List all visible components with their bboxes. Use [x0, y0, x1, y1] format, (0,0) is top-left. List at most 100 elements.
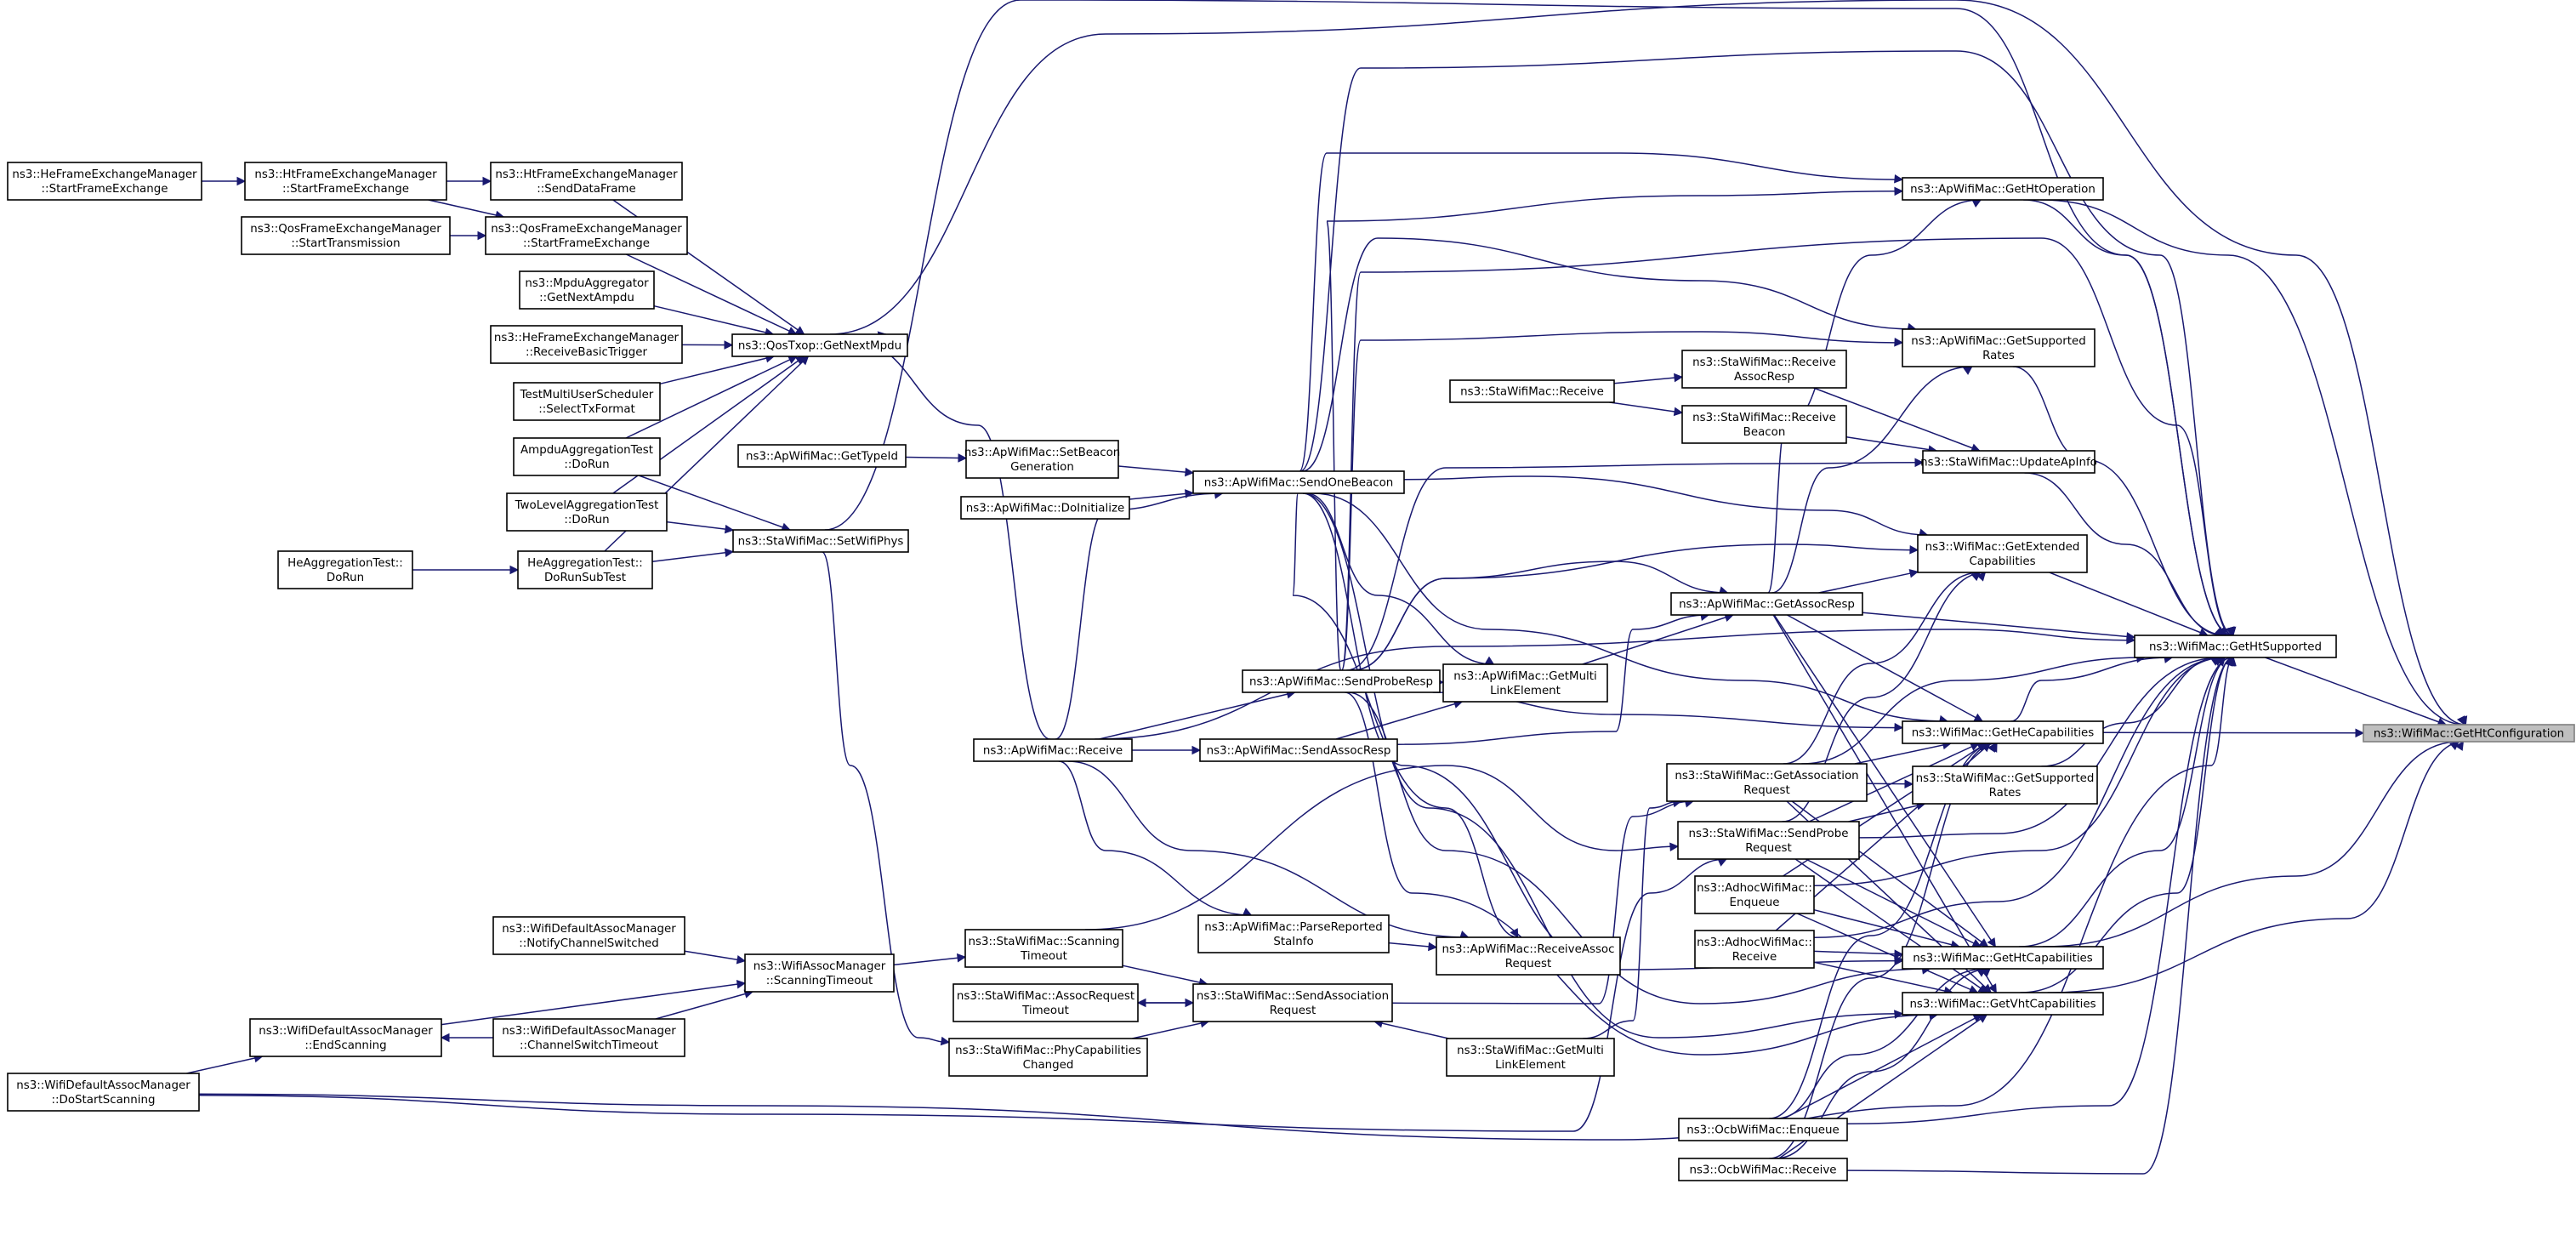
node-endScanning[interactable]: ns3::WifiDefaultAssocManager::EndScannin… [249, 1018, 442, 1057]
node-qosStartFrameExchange[interactable]: ns3::QosFrameExchangeManager::StartFrame… [485, 216, 688, 255]
node-label: ns3::StaWifiMac::SetWifiPhys [738, 536, 904, 549]
node-getNextMpdu[interactable]: ns3::QosTxop::GetNextMpdu [731, 333, 908, 357]
arrowhead [1510, 928, 1519, 938]
node-label: ns3::QosTxop::GetNextMpdu [738, 340, 901, 353]
node-label: Request [1270, 1005, 1316, 1017]
node-getHtConfiguration[interactable]: ns3::WifiMac::GetHtConfiguration [2363, 724, 2575, 743]
node-updateApInfo[interactable]: ns3::StaWifiMac::UpdateApInfo [1920, 450, 2097, 474]
node-label: ::GetNextAmpdu [539, 292, 634, 304]
node-doStartScanning[interactable]: ns3::WifiDefaultAssocManager::DoStartSca… [7, 1073, 200, 1112]
node-label: ns3::ApWifiMac::ParseReported [1204, 921, 1382, 934]
node-getNextAmpdu[interactable]: ns3::MpduAggregator::GetNextAmpdu [519, 270, 655, 310]
node-apReceive[interactable]: ns3::ApWifiMac::Receive [973, 738, 1133, 762]
edge-doStartScanning-to-getHtSupported [198, 657, 2234, 1141]
edge-ocbReceive-to-getHtSupported [1846, 657, 2234, 1175]
node-getVhtCaps[interactable]: ns3::WifiMac::GetVhtCapabilities [1902, 992, 2104, 1016]
node-label: ns3::QosFrameExchangeManager [491, 223, 682, 236]
node-sendProbeResp[interactable]: ns3::ApWifiMac::SendProbeResp [1242, 669, 1441, 693]
node-getHeCaps[interactable]: ns3::WifiMac::GetHeCapabilities [1902, 720, 2104, 744]
node-twoLevelDoRun[interactable]: TwoLevelAggregationTest::DoRun [506, 492, 668, 532]
arrowhead [1904, 779, 1914, 789]
node-getHtCaps[interactable]: ns3::WifiMac::GetHtCapabilities [1902, 946, 2104, 970]
node-adhocReceive[interactable]: ns3::AdhocWifiMac::Receive [1694, 930, 1815, 969]
node-getTypeId[interactable]: ns3::ApWifiMac::GetTypeId [737, 444, 907, 468]
node-box [1681, 350, 1847, 389]
node-ocbEnqueue[interactable]: ns3::OcbWifiMac::Enqueue [1678, 1118, 1848, 1141]
arrowhead [940, 1036, 951, 1046]
node-label: ns3::QosFrameExchangeManager [250, 223, 441, 236]
arrowhead [2126, 635, 2136, 645]
node-box [1242, 669, 1441, 693]
node-getHtOperation[interactable]: ns3::ApWifiMac::GetHtOperation [1902, 177, 2104, 201]
node-heAggDoRun[interactable]: HeAggregationTest::DoRun [277, 550, 413, 589]
node-ocbReceive[interactable]: ns3::OcbWifiMac::Receive [1678, 1158, 1848, 1181]
node-label: Changed [1023, 1059, 1074, 1072]
node-selectTxFormat[interactable]: TestMultiUserScheduler::SelectTxFormat [513, 382, 661, 421]
node-label: Receive [1732, 951, 1777, 964]
edge-getHeCaps-to-getHtConfiguration [2102, 731, 2364, 734]
edge-ocbEnqueue-to-getHtCaps [1776, 968, 1987, 1119]
edge-staGetMultiLink-to-getAssocRequest [1583, 800, 1681, 1039]
node-heAggDoRunSubTest[interactable]: HeAggregationTest::DoRunSubTest [517, 550, 653, 589]
node-label: ns3::StaWifiMac::GetAssociation [1675, 770, 1858, 783]
edge-getAssocRequest-to-getExtendedCaps [1783, 572, 1981, 765]
node-label: ns3::HtFrameExchangeManager [254, 168, 437, 181]
node-label: Enqueue [1730, 896, 1780, 909]
arrowhead [1673, 407, 1684, 417]
node-notifyChannelSwitched[interactable]: ns3::WifiDefaultAssocManager::NotifyChan… [492, 916, 685, 955]
node-qosStartTransmission[interactable]: ns3::QosFrameExchangeManager::StartTrans… [241, 216, 451, 255]
node-label: ns3::ApWifiMac::GetTypeId [746, 451, 898, 464]
node-receiveBasicTrigger[interactable]: ns3::HeFrameExchangeManager::ReceiveBasi… [490, 325, 683, 364]
node-label: ns3::WifiMac::GetHtCapabilities [1913, 953, 2093, 965]
node-htStartFrameExchange[interactable]: ns3::HtFrameExchangeManager::StartFrameE… [244, 162, 447, 201]
node-ampduAggDoRun[interactable]: AmpduAggregationTest::DoRun [513, 437, 661, 476]
edge-apGetMultiLink-to-getAssocResp [1582, 614, 1734, 665]
node-scanningTimeout[interactable]: ns3::StaWifiMac::ScanningTimeout [964, 929, 1123, 968]
node-getHtSupported[interactable]: ns3::WifiMac::GetHtSupported [2134, 635, 2337, 658]
node-box [7, 162, 202, 201]
node-htSendDataFrame[interactable]: ns3::HtFrameExchangeManager::SendDataFra… [490, 162, 683, 201]
edge-ocbEnqueue-to-getVhtCaps [1783, 1014, 1982, 1119]
nodes: ns3::WifiMac::GetHtConfigurationns3::Wif… [7, 162, 2575, 1181]
node-heStartFrameExchange[interactable]: ns3::HeFrameExchangeManager::StartFrameE… [7, 162, 202, 201]
node-box [1902, 328, 2095, 367]
edge-apReceive-to-getHtSupported [1095, 629, 2135, 740]
edge-sendOneBeacon-to-getHtSupported [1299, 50, 2234, 636]
node-box [519, 270, 655, 310]
edge-staReceiveAssocResp-to-updateApInfo [1813, 387, 1980, 452]
arrowhead [736, 955, 747, 965]
node-staReceive[interactable]: ns3::StaWifiMac::Receive [1449, 379, 1615, 403]
edge-sendOneBeacon-to-receiveAssocRequest [1292, 492, 1518, 938]
edge-apGetSupportedRates-to-getHtSupported [2012, 366, 2227, 636]
node-label: Timeout [1020, 950, 1067, 963]
arrowhead [2459, 715, 2468, 726]
node-getAssocResp[interactable]: ns3::ApWifiMac::GetAssocResp [1670, 592, 1863, 616]
node-sendOneBeacon[interactable]: ns3::ApWifiMac::SendOneBeacon [1192, 470, 1405, 494]
node-channelSwitchTimeout[interactable]: ns3::WifiDefaultAssocManager::ChannelSwi… [492, 1018, 685, 1057]
edge-getHeCaps-to-getHtSupported [2010, 657, 2173, 722]
node-adhocEnqueue[interactable]: ns3::AdhocWifiMac::Enqueue [1694, 875, 1815, 914]
node-box [732, 529, 909, 553]
node-assocMgrScanningTimeout[interactable]: ns3::WifiAssocManager::ScanningTimeout [744, 953, 895, 993]
edge-sendProbeResp-to-getHtSupported [1340, 237, 2233, 671]
node-setWifiPhys[interactable]: ns3::StaWifiMac::SetWifiPhys [732, 529, 909, 553]
node-doInitialize[interactable]: ns3::ApWifiMac::DoInitialize [960, 496, 1130, 520]
node-box [513, 382, 661, 421]
node-sendAssocResp[interactable]: ns3::ApWifiMac::SendAssocResp [1199, 738, 1398, 762]
node-box [485, 216, 688, 255]
